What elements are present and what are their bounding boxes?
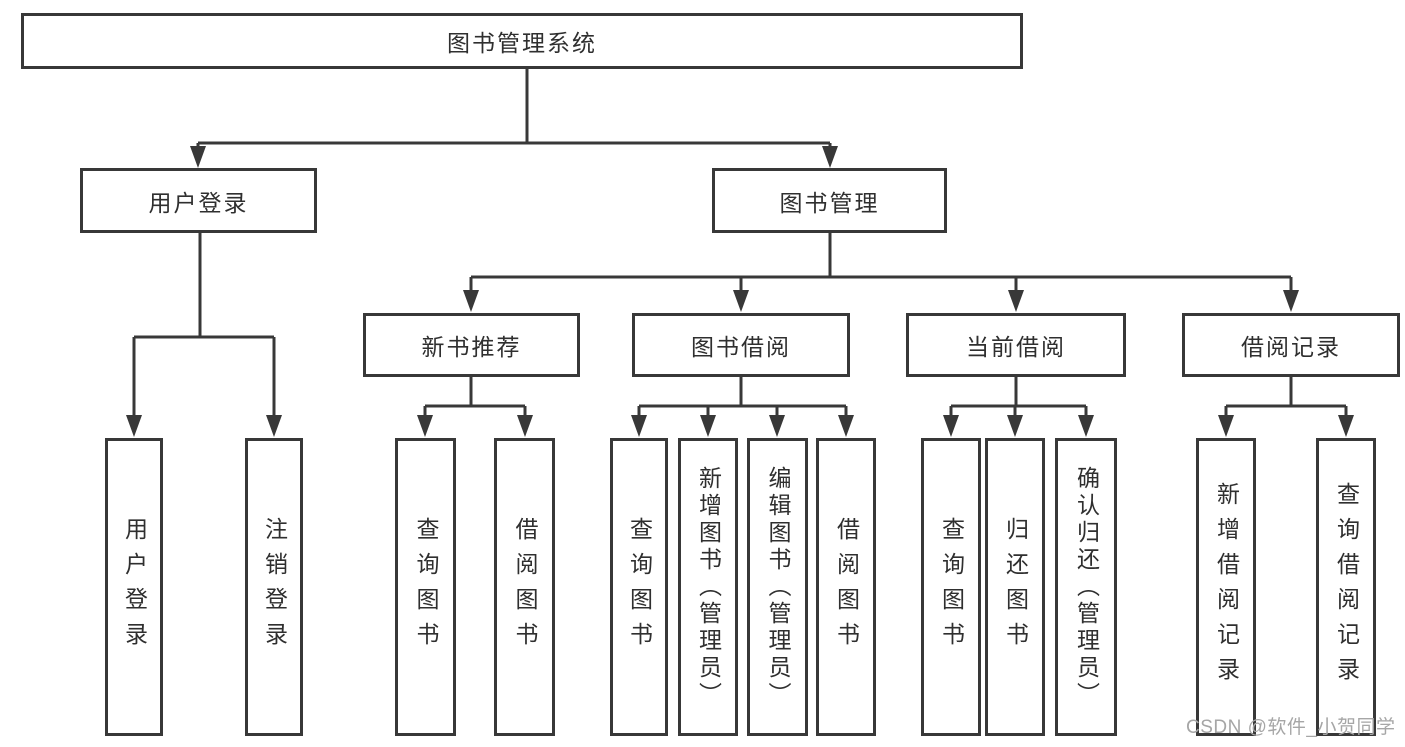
leaf-borrow-books-recommend-label: 借阅图书 [512, 517, 538, 657]
leaf-query-books-recommend-label: 查询图书 [413, 517, 439, 657]
node-user-login: 用户登录 [80, 168, 317, 233]
watermark: CSDN @软件_小贺同学 [1186, 717, 1396, 738]
node-book-borrowing: 图书借阅 [632, 313, 850, 377]
leaf-return-books: 归还图书 [985, 438, 1045, 736]
leaf-query-books-recommend: 查询图书 [395, 438, 456, 736]
node-borrowing-records-label: 借阅记录 [1241, 334, 1341, 360]
leaf-return-books-label: 归还图书 [1002, 517, 1029, 657]
node-borrowing-records: 借阅记录 [1182, 313, 1400, 377]
arrowheads [126, 146, 1354, 437]
leaf-confirm-return-admin: 确认归还（管理员） [1055, 438, 1117, 736]
node-book-management: 图书管理 [712, 168, 947, 233]
node-book-management-label: 图书管理 [779, 189, 880, 216]
leaf-confirm-return-admin-label: 确认归还（管理员） [1073, 465, 1100, 709]
leaf-borrow-books: 借阅图书 [816, 438, 876, 736]
leaf-query-books-borrowing: 查询图书 [610, 438, 668, 736]
node-new-book-recommendation-label: 新书推荐 [421, 334, 522, 360]
leaf-query-borrow-record: 查询借阅记录 [1316, 438, 1376, 736]
node-book-borrowing-label: 图书借阅 [691, 334, 791, 360]
leaf-query-books-borrowing-label: 查询图书 [626, 517, 653, 657]
leaf-query-books-current-label: 查询图书 [938, 517, 965, 657]
node-new-book-recommendation: 新书推荐 [363, 313, 580, 377]
leaf-add-borrow-record-label: 新增借阅记录 [1213, 482, 1240, 692]
leaf-borrow-books-recommend: 借阅图书 [494, 438, 555, 736]
leaf-add-book-admin-label: 新增图书（管理员） [695, 465, 722, 709]
leaf-query-borrow-record-label: 查询借阅记录 [1333, 482, 1360, 692]
node-library-system: 图书管理系统 [21, 13, 1023, 69]
node-current-borrowing-label: 当前借阅 [966, 334, 1066, 360]
node-library-system-label: 图书管理系统 [447, 30, 597, 56]
leaf-add-book-admin: 新增图书（管理员） [678, 438, 738, 736]
leaf-user-login-label: 用户登录 [121, 517, 148, 657]
leaf-edit-book-admin-label: 编辑图书（管理员） [765, 465, 791, 709]
leaf-user-login: 用户登录 [105, 438, 163, 736]
leaf-edit-book-admin: 编辑图书（管理员） [747, 438, 808, 736]
leaf-add-borrow-record: 新增借阅记录 [1196, 438, 1256, 736]
node-current-borrowing: 当前借阅 [906, 313, 1126, 377]
leaf-logout-label: 注销登录 [261, 517, 288, 657]
leaf-logout: 注销登录 [245, 438, 303, 736]
leaf-borrow-books-label: 借阅图书 [833, 517, 860, 657]
node-user-login-label: 用户登录 [148, 189, 249, 216]
leaf-query-books-current: 查询图书 [921, 438, 981, 736]
